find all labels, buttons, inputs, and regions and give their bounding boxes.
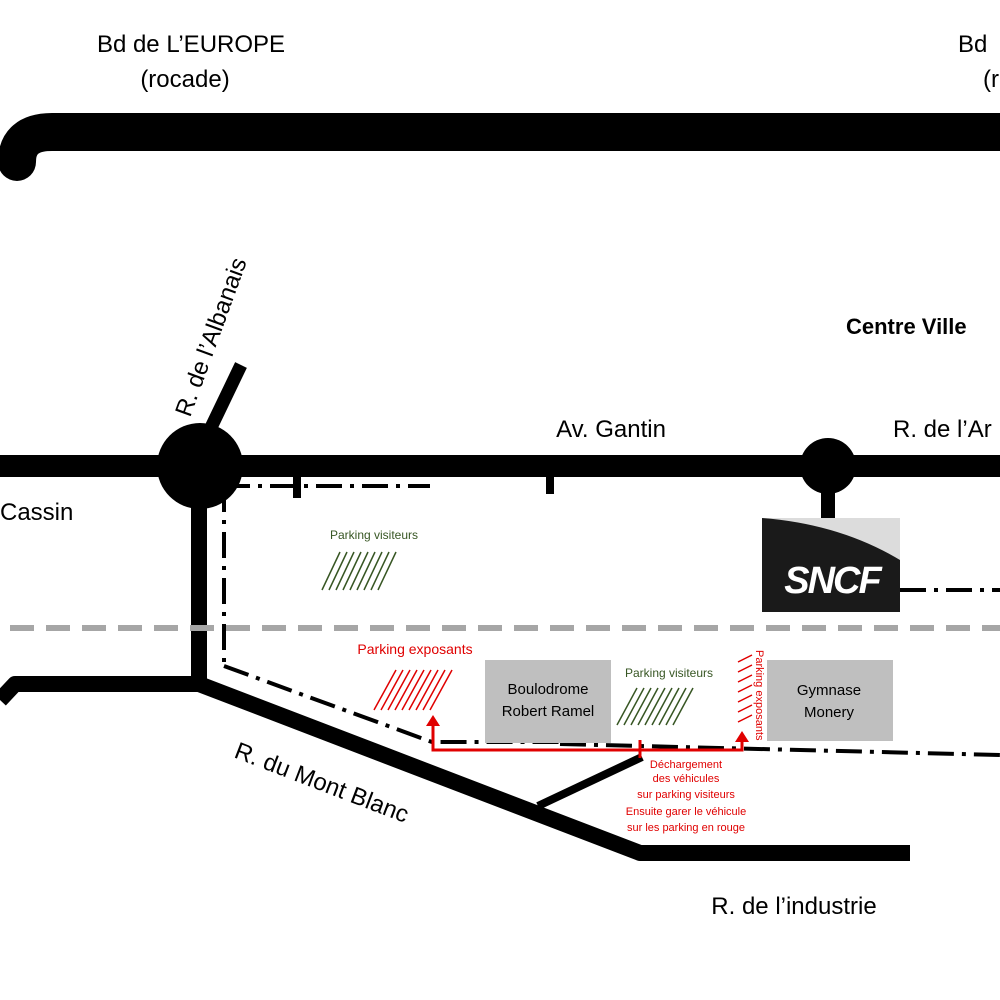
roundabout-sncf [800, 438, 856, 494]
road-bd-europe [0, 113, 1000, 181]
instruction-line3: sur parking visiteurs [637, 789, 735, 801]
label-r-arve: R. de l’Ar [893, 416, 992, 443]
gymnase-line2: Monery [804, 704, 855, 721]
label-r-albanais: R. de l’Albanais [170, 254, 252, 420]
label-cassin: Cassin [0, 499, 73, 526]
instruction-line5: sur les parking en rouge [627, 822, 745, 834]
roundabout-albanais [157, 423, 243, 509]
label-bd-europe-left: Bd de L’EUROPE [97, 31, 285, 58]
label-parking-visiteurs-top: Parking visiteurs [330, 528, 418, 542]
boulodrome-line1: Boulodrome [508, 681, 589, 698]
building-gymnase [767, 660, 893, 741]
instruction-line1: Déchargement [650, 759, 722, 771]
visitor-parking-mid-hatch [616, 687, 694, 726]
label-centre-ville: Centre Ville [846, 314, 967, 339]
exhibitor-parking-left-hatch [373, 669, 453, 711]
route-arrow-left-icon [426, 715, 440, 726]
label-parking-visiteurs-mid: Parking visiteurs [625, 666, 713, 680]
road-lower-left [0, 676, 199, 706]
label-bd-europe-left-sub: (rocade) [140, 66, 229, 93]
route-main [431, 724, 744, 752]
instruction-line2: des véhicules [653, 773, 720, 785]
label-parking-exposants-right: Parking exposants [753, 650, 765, 741]
road-mont-blanc [196, 676, 910, 861]
exhibitor-parking-right-hatch [737, 654, 753, 723]
label-parking-exposants-left: Parking exposants [357, 641, 472, 657]
exhibitor-route [431, 724, 744, 758]
label-av-gantin: Av. Gantin [556, 416, 666, 443]
instruction-line4: Ensuite garer le véhicule [626, 806, 746, 818]
label-bd-europe-right: Bd [958, 31, 987, 58]
building-boulodrome [485, 660, 611, 743]
visitor-parking-top-hatch [321, 551, 397, 591]
label-bd-europe-right-sub: (r [983, 66, 999, 93]
sncf-logo-text: SNCF [784, 560, 883, 602]
gymnase-line1: Gymnase [797, 682, 861, 699]
road-network [0, 113, 1000, 861]
boulodrome-line2: Robert Ramel [502, 703, 595, 720]
perimeter-bottom [559, 742, 1000, 757]
route-arrow-right-icon [735, 731, 749, 742]
label-r-industrie: R. de l’industrie [711, 893, 876, 920]
sncf-logo: SNCF [762, 518, 900, 612]
road-connector [536, 753, 644, 810]
unloading-instructions: Déchargement des véhicules sur parking v… [626, 759, 746, 834]
